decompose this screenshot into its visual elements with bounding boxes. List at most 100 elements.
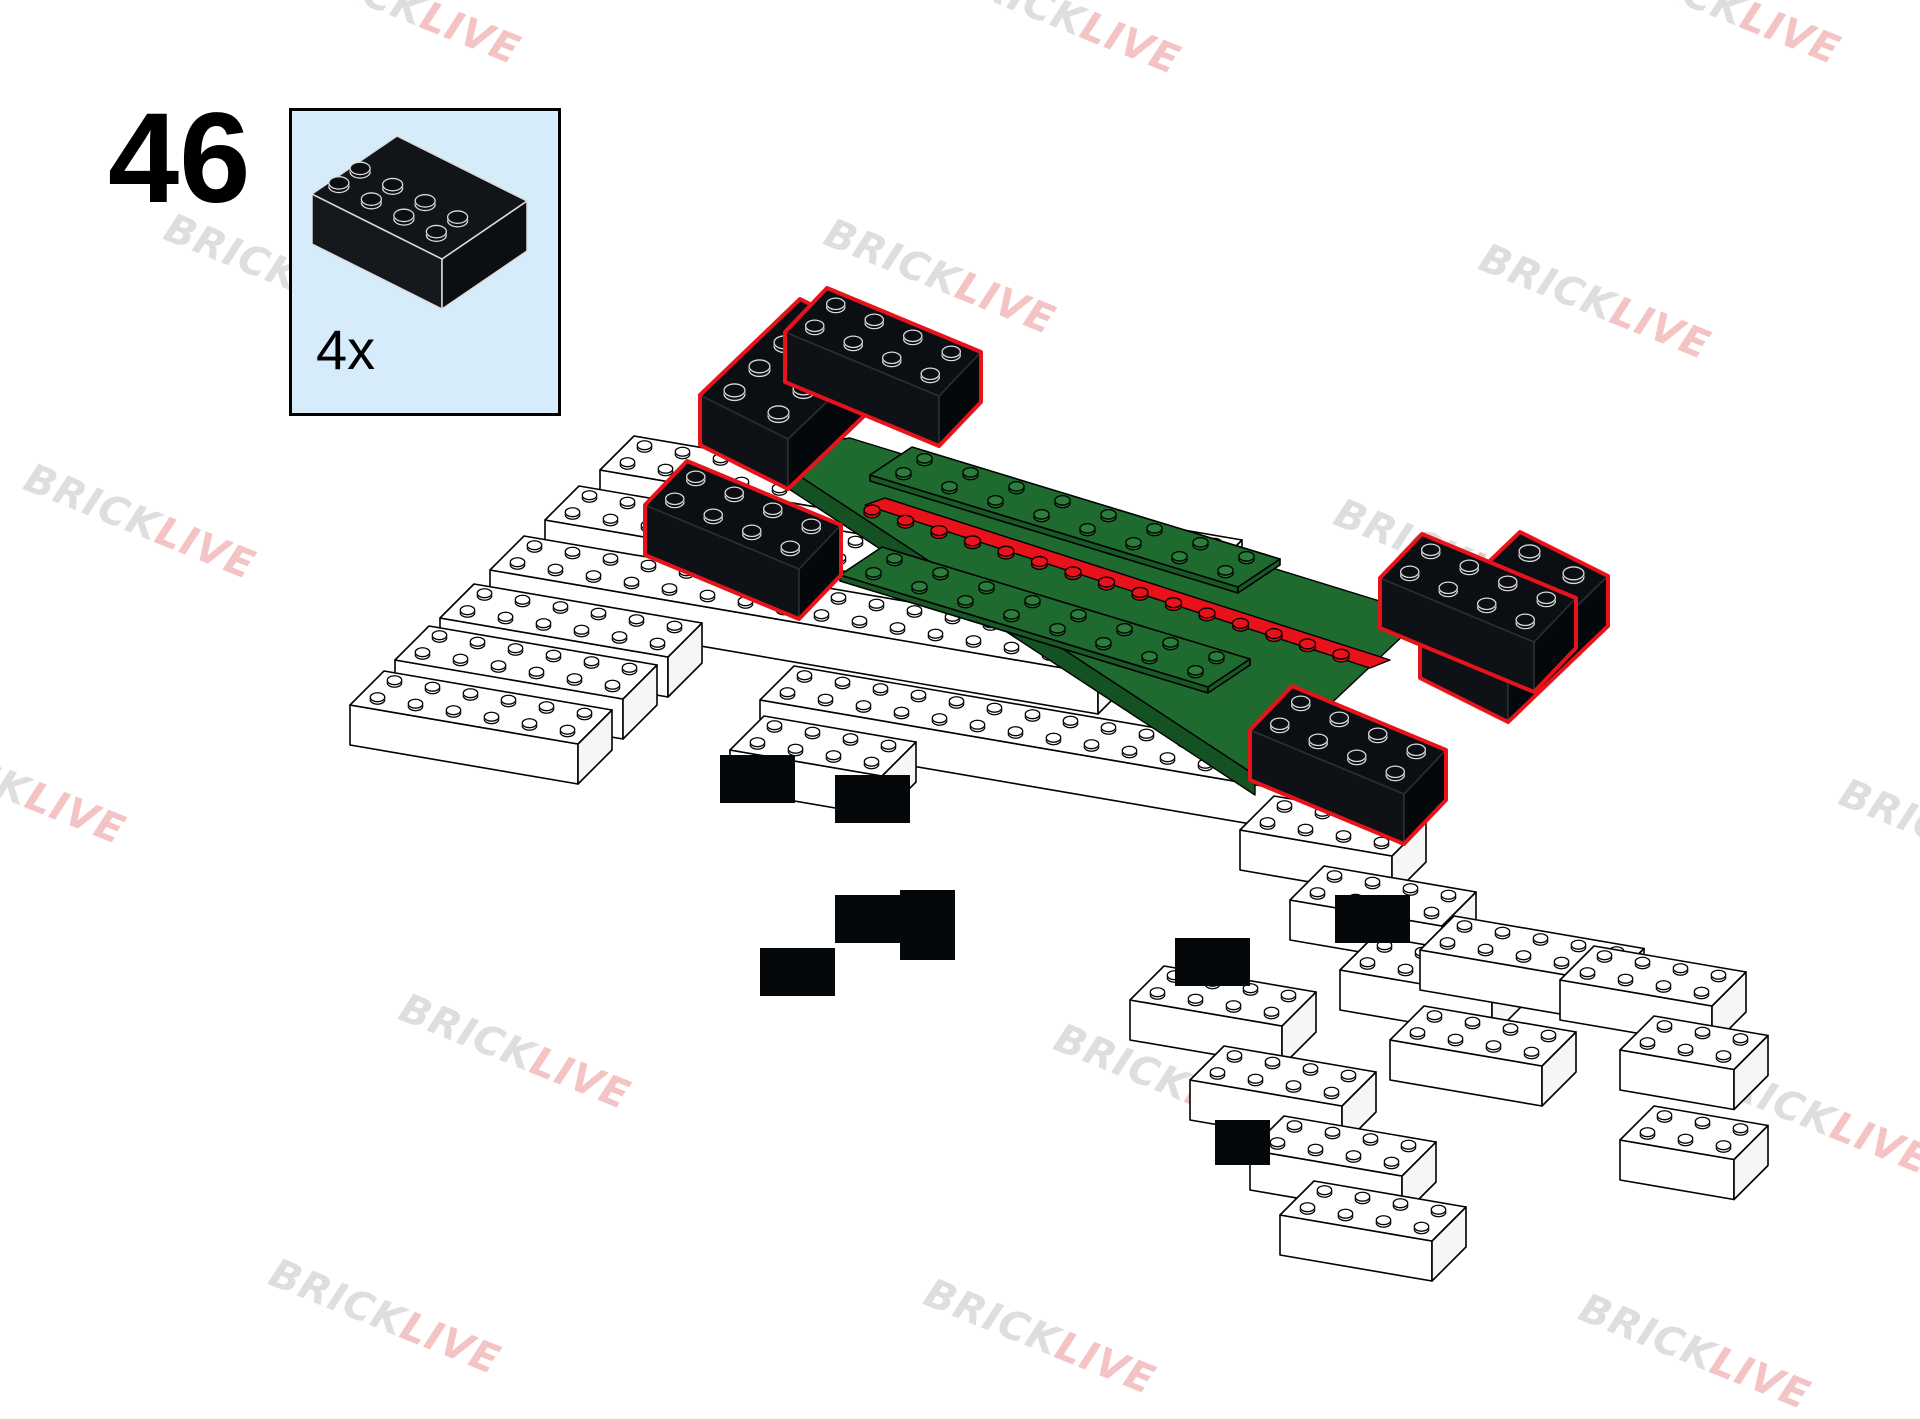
stud [452,653,469,667]
stud [1536,591,1557,608]
red-stud [1198,607,1216,622]
stud [1162,637,1179,651]
stud [497,611,514,625]
stud [1409,1027,1426,1040]
stud [1354,1191,1371,1205]
stud [1226,1050,1243,1063]
stud [1307,1143,1324,1157]
stud [1438,581,1459,598]
red-stud [1131,586,1149,601]
stud [1149,987,1166,1000]
stud [1259,817,1276,830]
stud [801,518,822,535]
new-black-brick [1378,532,1578,694]
stud [766,720,783,733]
stud [1459,559,1480,576]
stud [1373,836,1390,850]
stud [1639,1037,1656,1050]
stud [407,698,424,712]
stud [1523,1046,1540,1060]
stud [490,660,507,673]
stud [1146,523,1163,537]
stud [462,688,479,701]
stud [1302,1063,1319,1076]
stud [962,467,979,481]
green-plate-row [839,546,1251,694]
stud [1054,495,1071,509]
stud [509,557,526,570]
stud [583,656,600,669]
stud [1732,1033,1749,1046]
stud [957,595,974,609]
stud [521,718,538,731]
stud [1208,651,1225,665]
stud [1316,1185,1333,1198]
white-brick [1619,1105,1769,1201]
stud [640,559,657,573]
stud [1326,870,1343,883]
red-stud [1231,617,1250,632]
stud [817,693,834,707]
stud [1308,733,1329,750]
stud [581,490,598,503]
stud [1570,939,1587,953]
part-stud [328,176,350,194]
stud [1345,1150,1362,1163]
stud [1406,743,1427,760]
stud [825,750,842,763]
stud [431,630,448,643]
stud [1269,1137,1286,1150]
stud [927,628,944,642]
stud [1562,566,1585,585]
stud [1367,727,1388,744]
stud [1187,665,1204,679]
stud [500,694,517,708]
stud [1617,973,1634,987]
stud [1024,709,1041,722]
stud [559,724,576,738]
model-assembly-illustration [349,286,1769,1282]
stud [864,313,885,330]
stud [906,605,923,618]
red-stud [1030,555,1049,570]
stud [1116,623,1133,637]
stud [847,535,864,549]
stud [1375,1215,1392,1228]
stud [1280,989,1297,1003]
stud [1430,1204,1447,1218]
stud [1655,980,1672,993]
stud [604,679,621,693]
stud [1049,623,1066,637]
stud [1007,726,1024,739]
stud [1464,1016,1481,1030]
stud [1732,1123,1749,1136]
stud [657,463,674,477]
stud [941,345,962,362]
stud [1033,509,1050,523]
black-brick-accent [900,890,955,960]
stud [1024,595,1041,609]
stud [804,319,825,336]
stud [1346,749,1367,766]
red-stud [1265,627,1283,643]
stud [868,598,885,612]
red-stud [930,524,948,540]
stud [1309,887,1326,900]
stud [941,481,958,495]
stud [796,670,813,683]
stud [459,605,476,618]
stud [476,588,493,601]
stud [528,666,545,680]
stud [661,583,678,596]
stud [552,601,569,614]
new-black-brick [783,286,983,448]
new-black-brick [1248,684,1448,846]
stud [573,624,590,638]
stud [767,405,790,424]
new-part-highlight [643,459,843,621]
stud [1402,883,1419,896]
red-stud [863,504,881,519]
stud [1715,1050,1732,1063]
stud [703,508,724,525]
stud [1694,1026,1711,1040]
